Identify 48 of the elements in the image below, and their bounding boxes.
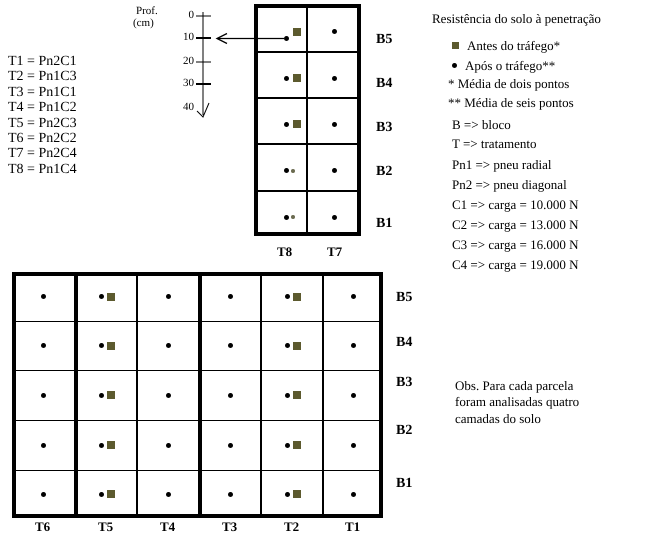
row-label: B2 — [376, 163, 392, 180]
legend-title: Resistência do solo à penetração — [432, 10, 601, 28]
note: Obs. Para cada parcela foram analisadas quatro camadas do solo — [455, 378, 580, 427]
treatment-definition: T4 = Pn1C2 — [8, 99, 77, 117]
abbreviation-definition: C4 => carga = 19.000 N — [452, 257, 578, 274]
treatment-definition: T6 = Pn2C2 — [8, 130, 77, 148]
row-label: B2 — [396, 422, 412, 440]
row-label: B5 — [376, 31, 392, 48]
tick-label: 40 — [182, 101, 194, 115]
row-label: B4 — [396, 334, 412, 352]
column-label: T2 — [284, 519, 300, 535]
abbreviation-definition: C2 => carga = 13.000 N — [452, 217, 578, 234]
column-label: T7 — [327, 244, 342, 260]
legend-text: Após o tráfego** — [465, 57, 556, 75]
abbreviation-definition: B => bloco — [452, 117, 511, 134]
treatment-definition: T1 = Pn2C1 — [8, 53, 77, 70]
abbreviation-definition: T => tratamento — [452, 136, 536, 152]
arrow — [216, 32, 284, 44]
column-label: T3 — [222, 519, 238, 535]
abbreviation-definition: C1 => carga = 10.000 N — [452, 197, 578, 214]
treatment-definition: T8 = Pn1C4 — [8, 160, 77, 178]
legend-text: Antes do tráfego* — [467, 37, 560, 55]
treatment-definition: T2 = Pn1C3 — [8, 68, 77, 86]
treatment-definition: T7 = Pn2C4 — [8, 145, 77, 163]
tick-label: 20 — [182, 55, 194, 69]
tick-label: 30 — [182, 77, 194, 91]
axis-title: Prof. — [136, 5, 158, 18]
column-label: T4 — [160, 519, 176, 535]
row-label: B4 — [376, 75, 392, 92]
tick-label: 0 — [188, 9, 194, 23]
column-label: T6 — [35, 519, 50, 535]
row-label: B5 — [396, 289, 412, 306]
footnote: ** Média de seis pontos — [448, 95, 574, 112]
column-label: T8 — [277, 244, 292, 260]
tick-label: 10 — [182, 31, 194, 45]
abbreviation-definition: Pn2 => pneu diagonal — [452, 177, 567, 194]
footnote: * Média de dois pontos — [448, 76, 570, 92]
treatment-definition: T5 = Pn2C3 — [8, 114, 77, 132]
row-label: B1 — [396, 475, 412, 492]
abbreviation-definition: C3 => carga = 16.000 N — [452, 237, 578, 254]
column-label: T5 — [98, 519, 114, 535]
row-label: B3 — [376, 119, 392, 136]
row-label: B1 — [376, 215, 392, 232]
abbreviation-definition: Pn1 => pneu radial — [452, 157, 552, 174]
treatment-definition: T3 = Pn1C1 — [8, 84, 77, 102]
row-label: B3 — [396, 374, 412, 392]
column-label: T1 — [345, 519, 360, 535]
axis-unit: (cm) — [133, 17, 154, 31]
